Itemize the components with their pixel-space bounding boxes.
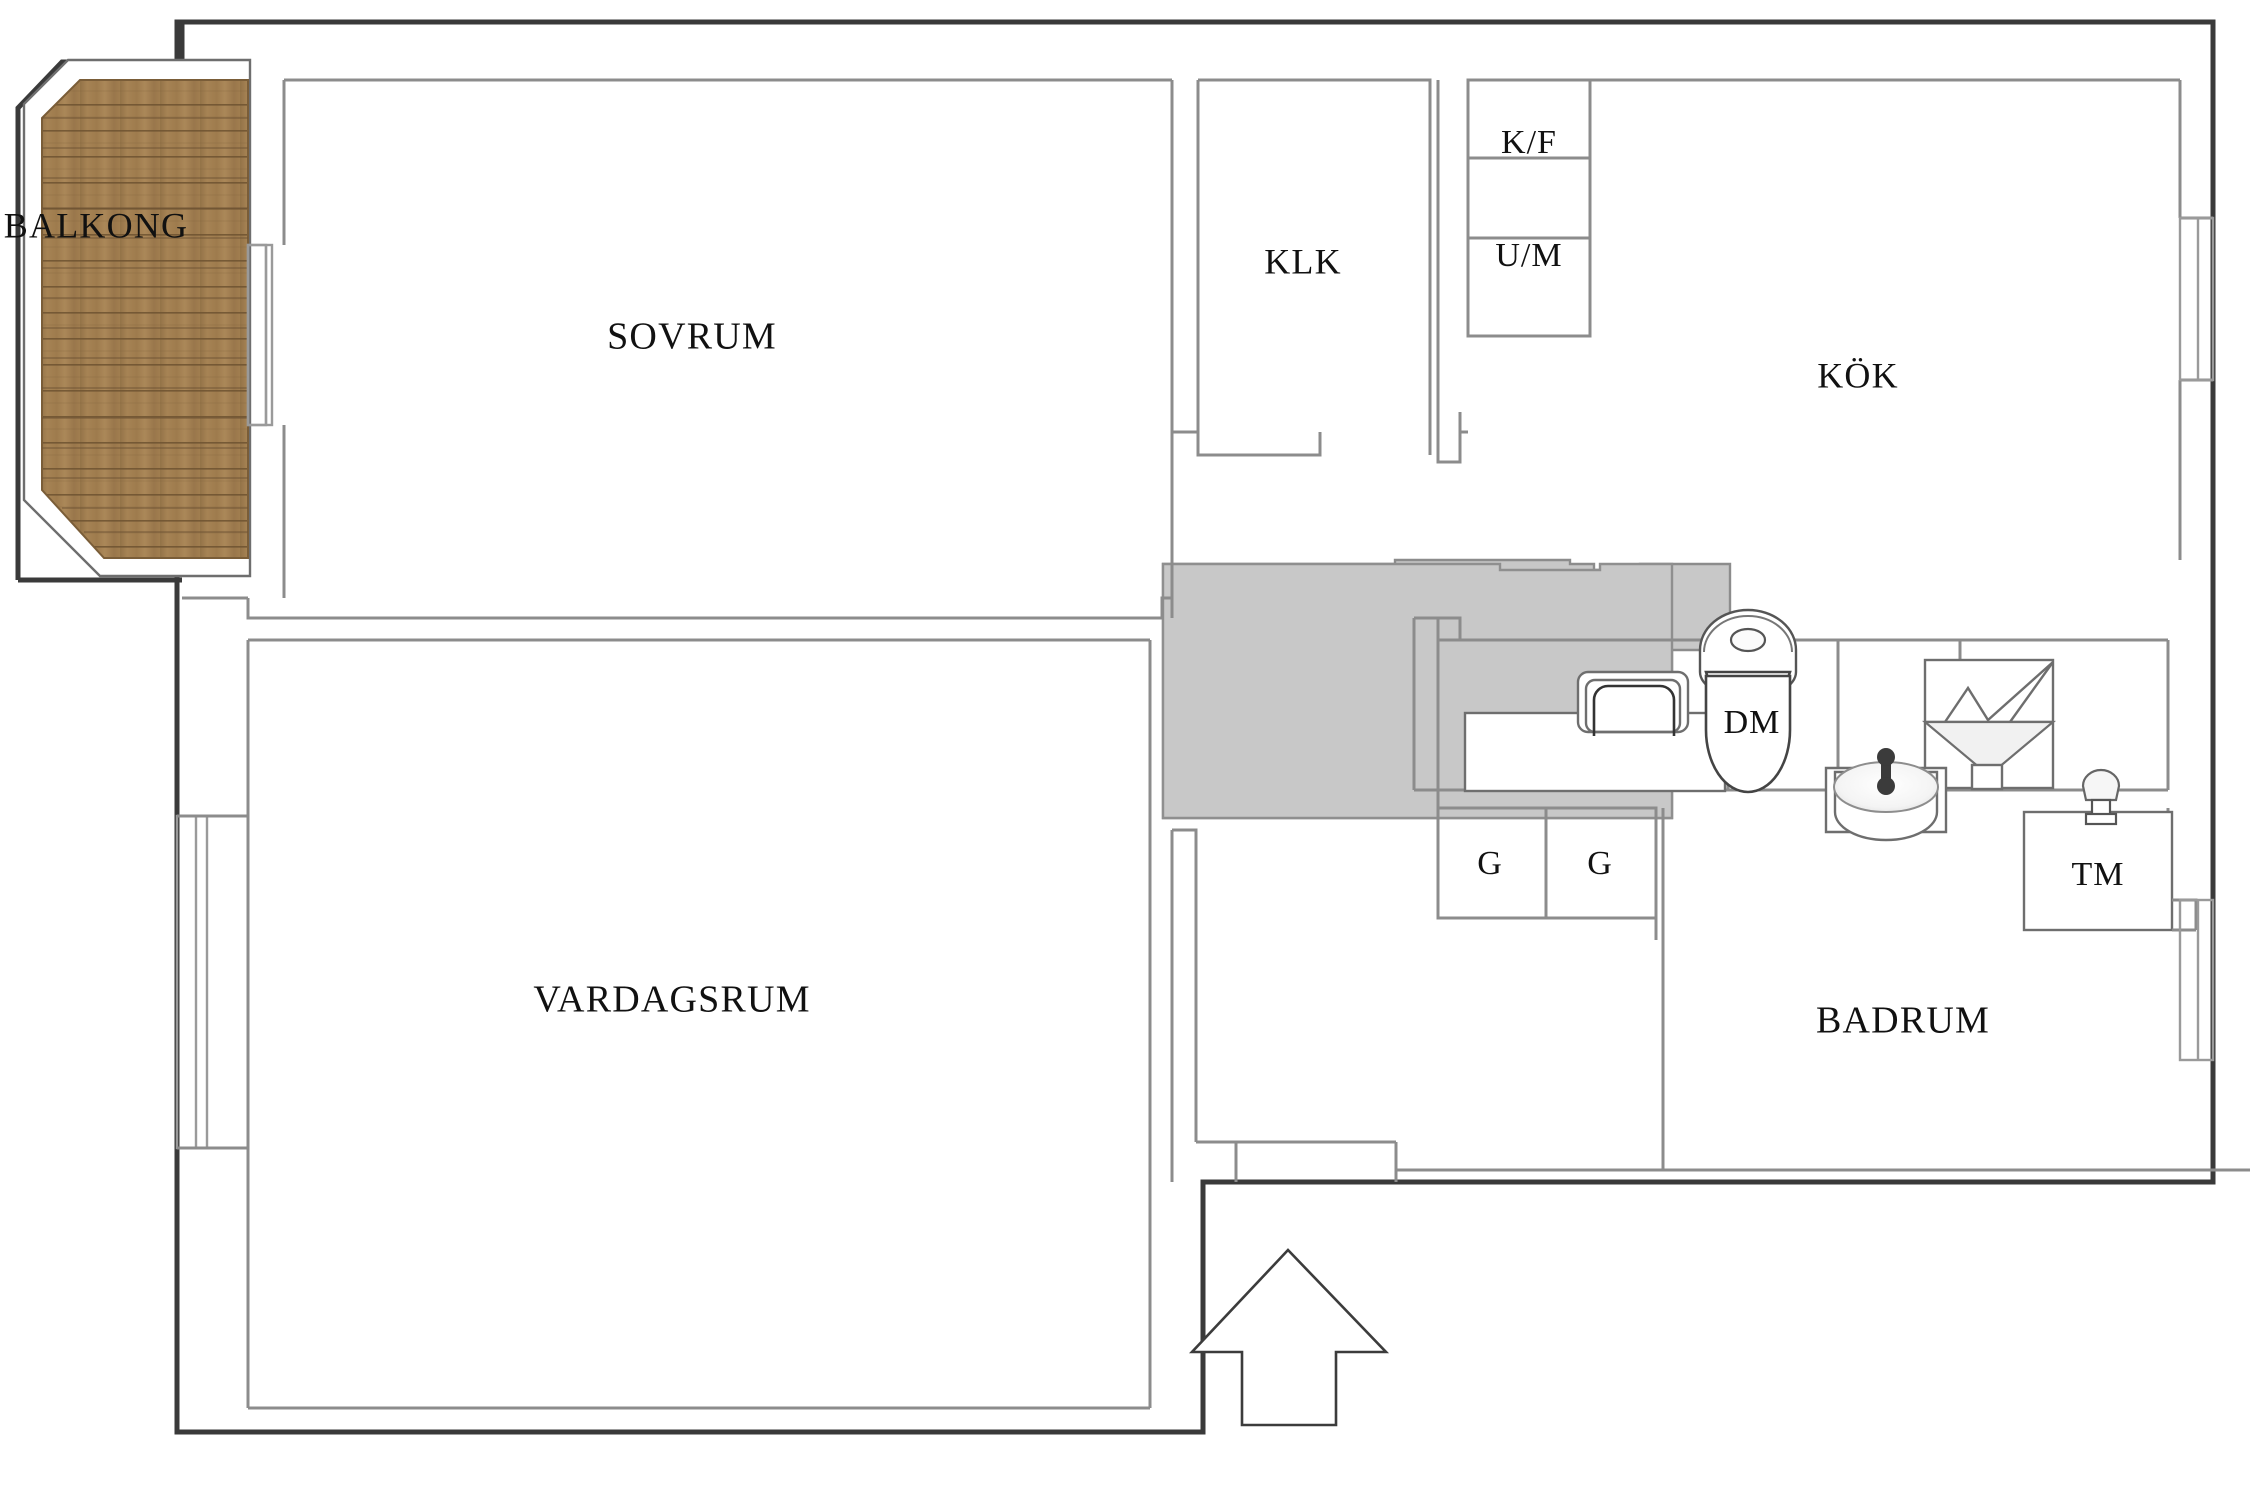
appliance-labels: K/F U/M DM G G TM: [1477, 124, 2125, 893]
sovrum-window-left: [246, 243, 274, 427]
label-tm: TM: [2072, 856, 2125, 893]
label-g-1: G: [1477, 845, 1503, 882]
label-vardagsrum: VARDAGSRUM: [533, 979, 810, 1021]
label-sovrum: SOVRUM: [607, 316, 777, 358]
cooktop-fixture: [1576, 670, 1690, 736]
label-g-2: G: [1587, 845, 1613, 882]
sovrum-walls: [182, 78, 1174, 620]
kok-window: [2178, 216, 2215, 382]
label-kok: KÖK: [1817, 355, 1899, 395]
badrum-window: [2178, 898, 2215, 1062]
appliance-box-3: [1466, 236, 1592, 338]
floor-drain-fixture: [2081, 768, 2121, 826]
toilet-fixture: [1698, 608, 1798, 794]
label-kf: K/F: [1501, 124, 1557, 161]
klk-walls: [1172, 78, 1432, 457]
hall-walls: [1170, 828, 1663, 1182]
kitchen-sink-fixture: [1921, 658, 2057, 791]
room-labels: BALKONG SOVRUM KLK KÖK VARDAGSRUM BADRUM: [4, 205, 1990, 1042]
kitchen-appliance-column: [1436, 78, 1592, 464]
entrance-arrow[interactable]: [1188, 1248, 1390, 1427]
washbasin-fixture: [1824, 748, 1948, 842]
label-dm: DM: [1724, 704, 1781, 741]
label-um: U/M: [1495, 237, 1562, 274]
vardagsrum-walls: [175, 638, 1152, 1410]
balcony-wood-deck: [41, 79, 249, 559]
label-badrum: BADRUM: [1816, 1000, 1990, 1042]
label-klk: KLK: [1264, 241, 1342, 281]
label-balkong: BALKONG: [4, 205, 188, 245]
balcony-region: [15, 22, 252, 583]
wardrobe-row: [1412, 616, 1658, 940]
kok-walls: [1590, 78, 2215, 560]
